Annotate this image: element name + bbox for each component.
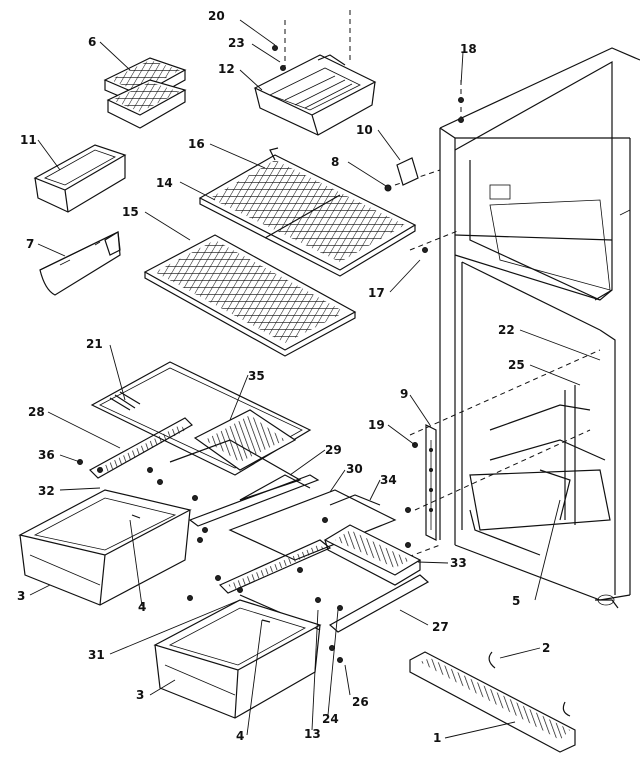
callout-25: 25 bbox=[508, 358, 525, 372]
callout-12: 12 bbox=[218, 62, 235, 76]
screw bbox=[384, 184, 392, 192]
callout-32: 32 bbox=[38, 484, 55, 498]
callout-4-upper: 4 bbox=[138, 600, 146, 614]
callout-14: 14 bbox=[156, 176, 173, 190]
callout-29: 29 bbox=[325, 443, 342, 457]
callout-13: 13 bbox=[304, 727, 321, 741]
callout-16: 16 bbox=[188, 137, 205, 151]
callout-35: 35 bbox=[248, 369, 265, 383]
leader-lines bbox=[29, 19, 601, 739]
crisper-rail-upper bbox=[188, 474, 397, 561]
crisper-divider-rail bbox=[323, 524, 422, 586]
storage-bin bbox=[33, 144, 127, 213]
callout-18: 18 bbox=[460, 42, 477, 56]
crisper-drawer-lower bbox=[153, 599, 322, 719]
projection-line bbox=[414, 429, 591, 511]
deflector-cover bbox=[39, 230, 121, 296]
callout-36: 36 bbox=[38, 448, 55, 462]
projection-line bbox=[409, 229, 461, 251]
callout-30: 30 bbox=[346, 462, 363, 476]
callout-31: 31 bbox=[88, 648, 105, 662]
callout-9: 9 bbox=[400, 387, 408, 401]
projection-line bbox=[399, 544, 441, 561]
callout-3-lower: 3 bbox=[136, 688, 144, 702]
callout-17: 17 bbox=[368, 286, 385, 300]
projection-line bbox=[394, 169, 441, 186]
cam-part bbox=[396, 157, 419, 186]
ice-trays bbox=[103, 57, 187, 129]
callout-11: 11 bbox=[20, 133, 37, 147]
callout-20: 20 bbox=[208, 9, 225, 23]
callout-23: 23 bbox=[228, 36, 245, 50]
projection-line bbox=[409, 349, 601, 436]
callout-8: 8 bbox=[331, 155, 339, 169]
callouts: 20 23 12 6 18 10 8 11 16 14 7 15 17 22 2… bbox=[17, 9, 550, 745]
callout-21: 21 bbox=[86, 337, 103, 351]
callout-33: 33 bbox=[450, 556, 467, 570]
callout-26: 26 bbox=[352, 695, 369, 709]
callout-7: 7 bbox=[26, 237, 34, 251]
callout-5: 5 bbox=[512, 594, 520, 608]
callout-15: 15 bbox=[122, 205, 139, 219]
callout-4-lower: 4 bbox=[236, 729, 244, 743]
freezer-shelf-lower bbox=[143, 234, 357, 357]
crisper-drawer-upper bbox=[18, 489, 192, 606]
callout-3-upper: 3 bbox=[17, 589, 25, 603]
screws bbox=[77, 45, 464, 663]
callout-34: 34 bbox=[380, 473, 397, 487]
freezer-shelf-upper bbox=[198, 147, 417, 277]
toe-grille bbox=[409, 651, 576, 753]
shelf-bracket bbox=[425, 424, 437, 541]
callout-19: 19 bbox=[368, 418, 385, 432]
callout-2: 2 bbox=[542, 641, 550, 655]
callout-22: 22 bbox=[498, 323, 515, 337]
refrigerator-cabinet bbox=[439, 47, 640, 609]
ice-bucket bbox=[253, 54, 377, 136]
callout-6: 6 bbox=[88, 35, 96, 49]
callout-27: 27 bbox=[432, 620, 449, 634]
crisper-frame bbox=[89, 409, 311, 501]
callout-1: 1 bbox=[433, 731, 441, 745]
callout-28: 28 bbox=[28, 405, 45, 419]
callout-10: 10 bbox=[356, 123, 373, 137]
callout-24: 24 bbox=[322, 712, 339, 726]
